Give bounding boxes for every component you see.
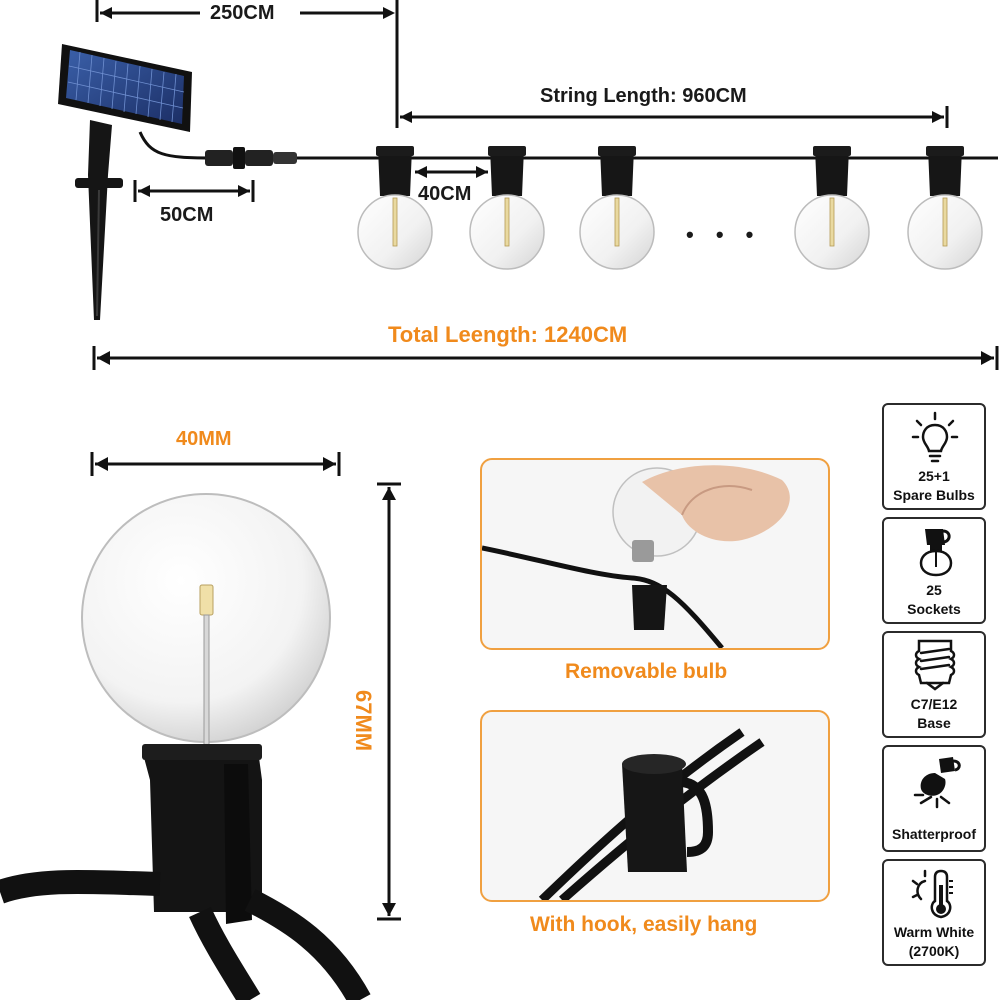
lead-cable-dimension <box>133 180 255 202</box>
bulb-closeup <box>0 452 401 1000</box>
bulb-3 <box>579 146 655 270</box>
bulb-icon <box>911 411 959 463</box>
socket-icon <box>919 529 953 577</box>
screw-base-icon <box>914 639 956 691</box>
lead-cable-label: 50CM <box>160 204 214 226</box>
hook-caption: With hook, easily hang <box>530 913 758 936</box>
bulb-4 <box>794 146 870 270</box>
ellipsis: • • • <box>686 222 762 247</box>
bulb-2 <box>469 146 545 270</box>
broken-bulb-icon <box>913 757 961 809</box>
feature-sockets-line1: 25 <box>926 582 942 598</box>
feature-spare-bulbs-line1: 25+1 <box>918 468 950 484</box>
string-length-dimension <box>400 106 949 128</box>
feature-shatterproof-line2: Shatterproof <box>892 826 976 842</box>
feature-warm-white-line2: (2700K) <box>908 943 960 959</box>
thermometer-icon <box>911 869 953 919</box>
solar-cable-dimension <box>95 0 399 128</box>
string-length-label: String Length: 960CM <box>540 85 747 107</box>
bulb-width-label: 40MM <box>176 428 232 450</box>
removable-bulb-illustration <box>482 465 790 648</box>
solar-cable-label: 250CM <box>210 2 275 24</box>
bulb-spacing-label: 40CM <box>418 183 472 205</box>
hook-photo <box>480 710 830 902</box>
bulb-spacing-dimension <box>415 166 488 178</box>
removable-bulb-photo <box>480 458 830 650</box>
total-length-label: Total Leength: 1240CM <box>388 322 628 347</box>
string-light-diagram <box>58 0 999 370</box>
total-length-dimension <box>92 346 999 370</box>
hook-socket-illustration <box>538 728 765 900</box>
feature-spare-bulbs: 25+1 Spare Bulbs <box>882 403 986 510</box>
feature-spare-bulbs-line2: Spare Bulbs <box>893 487 975 503</box>
feature-sockets-line2: Sockets <box>907 601 961 617</box>
feature-shatterproof: Shatterproof <box>882 745 986 852</box>
feature-base-line2: Base <box>917 715 951 731</box>
removable-bulb-caption: Removable bulb <box>565 660 728 683</box>
feature-warm-white: Warm White (2700K) <box>882 859 986 966</box>
feature-warm-white-line1: Warm White <box>893 924 975 940</box>
feature-base: C7/E12 Base <box>882 631 986 738</box>
bulb-1 <box>357 146 433 270</box>
cable-connector <box>205 147 297 169</box>
bulb-height-label: 67MM <box>351 690 376 752</box>
solar-panel <box>58 44 192 320</box>
feature-base-line1: C7/E12 <box>910 696 958 712</box>
bulb-5 <box>907 146 983 270</box>
feature-sockets: 25 Sockets <box>882 517 986 624</box>
